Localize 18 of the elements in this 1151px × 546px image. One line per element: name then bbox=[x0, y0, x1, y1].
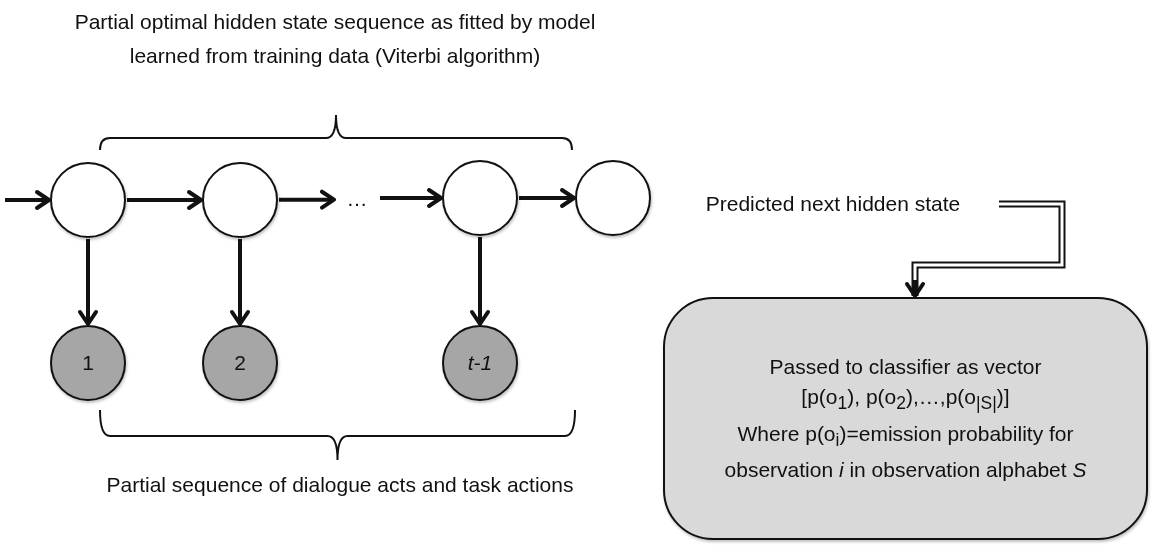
hidden-state-circle bbox=[575, 160, 651, 236]
box-text: Passed to classifier as vector bbox=[769, 354, 1042, 381]
brace-caption: Partial sequence of dialogue acts and task actions bbox=[105, 472, 575, 498]
brace-caption: Partial optimal hidden state sequence as fitted by model learned from training data (Viterbi algorithm) bbox=[73, 9, 597, 69]
node-text: Predicted next hidden state bbox=[668, 186, 998, 222]
state-number: 1 bbox=[82, 351, 94, 375]
classifier-box bbox=[663, 297, 1148, 540]
box-text: [p(o$_{1}$), p(o$_{2}$),…,p(o$_{|S|}$)] bbox=[801, 384, 1010, 416]
observation-circle bbox=[50, 325, 126, 401]
hidden-state-circle bbox=[202, 162, 278, 238]
state-number: 2 bbox=[234, 351, 246, 375]
hidden-state-circle bbox=[50, 162, 126, 238]
state-number: t-1 bbox=[467, 351, 493, 375]
observation-circle bbox=[442, 325, 518, 401]
box-text: Where p(o$_{i}$)=emission probability for observation i in observation alphabet S bbox=[723, 420, 1088, 483]
ellipsis: … bbox=[335, 184, 379, 214]
hidden-state-circle bbox=[442, 160, 518, 236]
observation-circle bbox=[202, 325, 278, 401]
